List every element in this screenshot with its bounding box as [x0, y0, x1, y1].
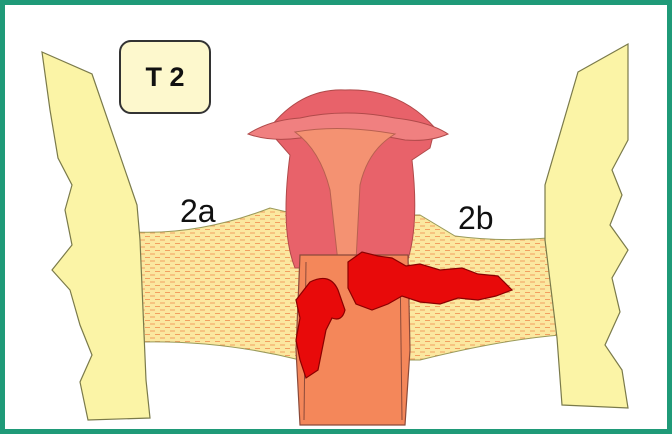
stage-label: T 2 [119, 40, 211, 114]
region-label-2a: 2a [180, 193, 216, 230]
region-label-2b: 2b [458, 200, 494, 237]
right-pelvic-bone [545, 44, 628, 408]
